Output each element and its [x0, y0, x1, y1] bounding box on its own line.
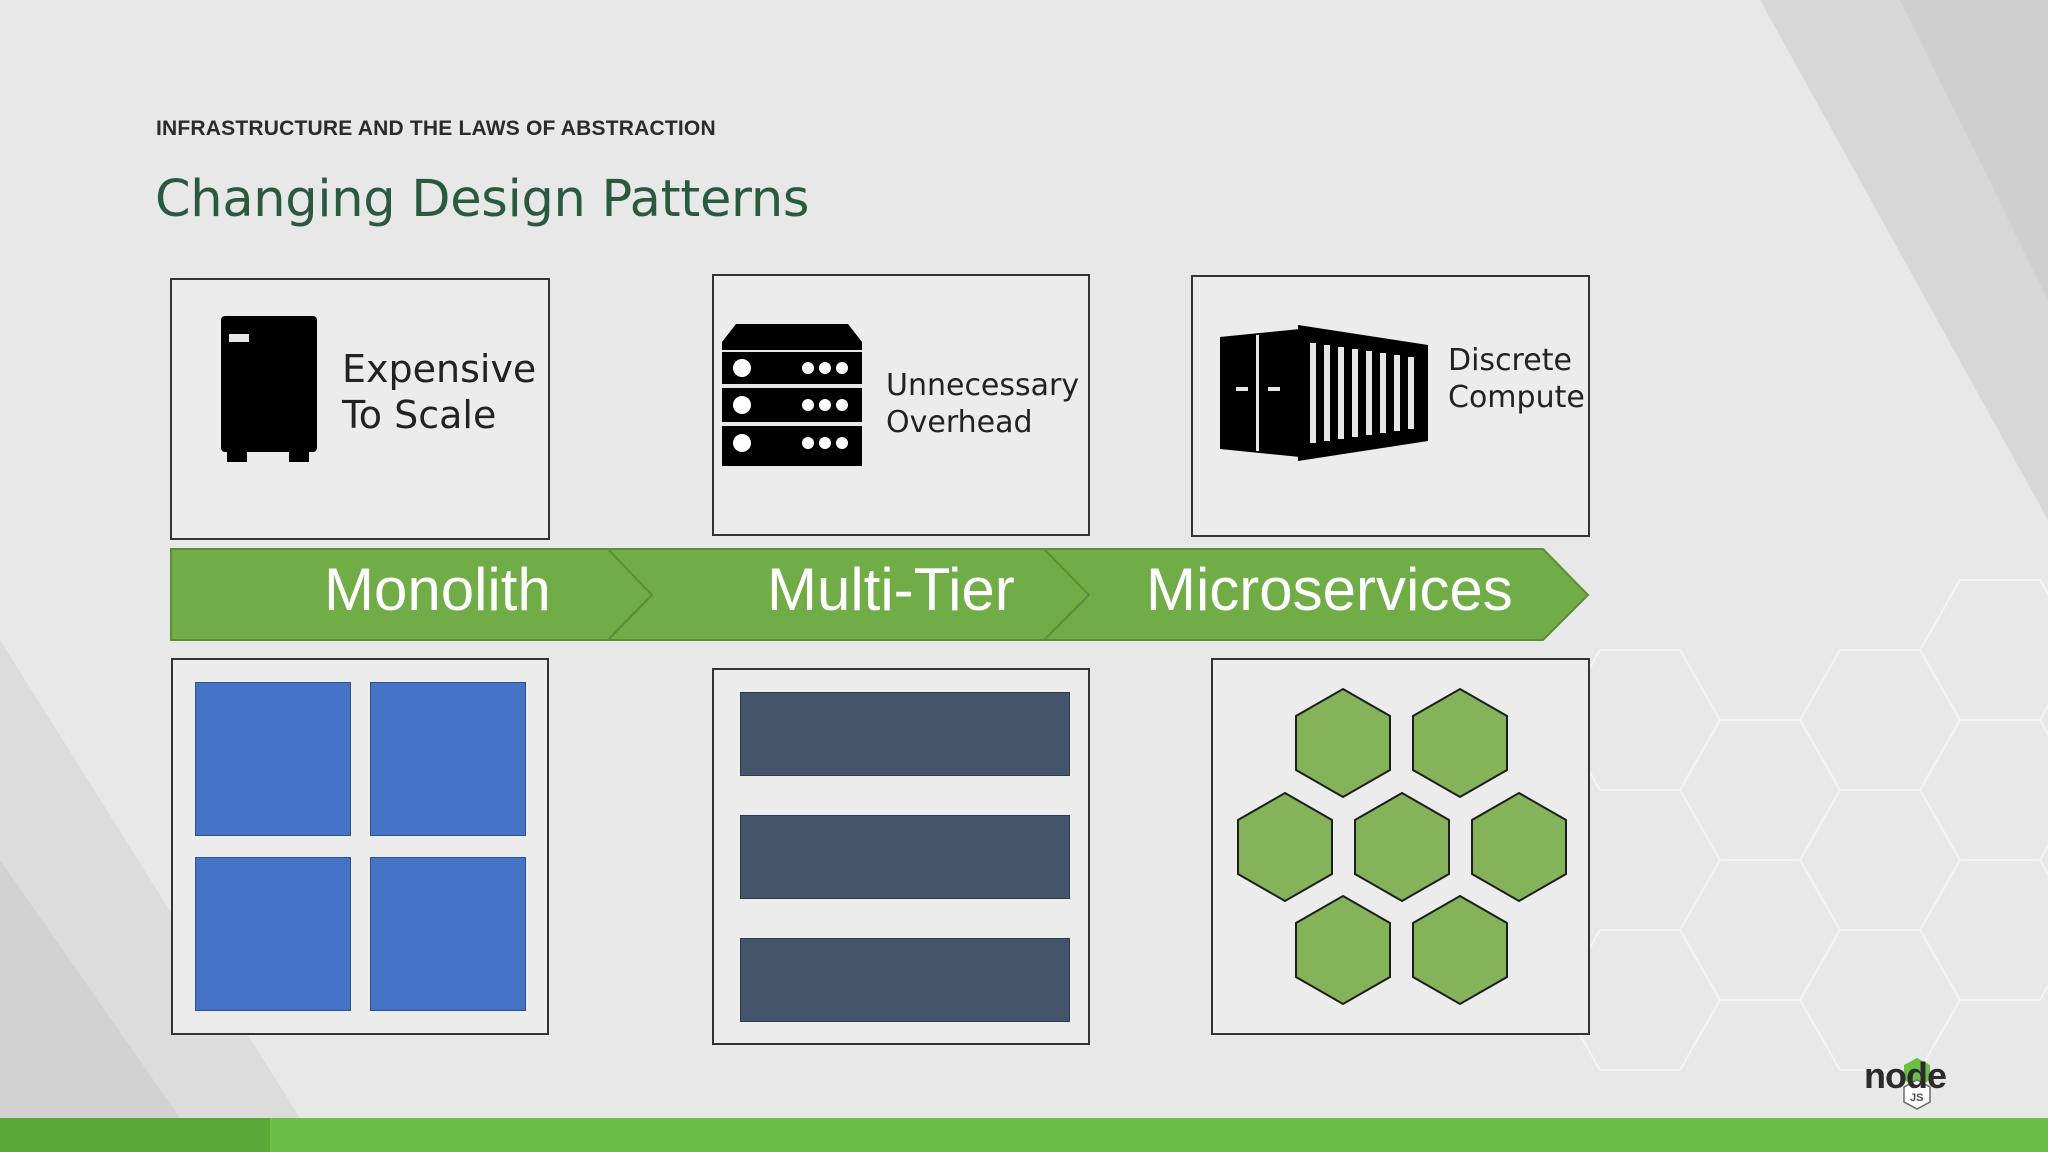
microservice-hexagon [1354, 791, 1450, 903]
monolith-block [370, 857, 526, 1011]
footer-band-accent [0, 1118, 270, 1152]
monolith-block [370, 682, 526, 836]
multitier-caption-box: Unnecessary Overhead [712, 274, 1090, 536]
microservice-hexagon [1412, 894, 1508, 1006]
tier-layer [740, 692, 1070, 776]
slide-title: Changing Design Patterns [155, 170, 810, 229]
monolith-block [195, 857, 351, 1011]
microservices-caption: Discrete Compute [1448, 343, 1585, 416]
microservice-hexagon [1471, 791, 1567, 903]
stage-label-monolith: Monolith [324, 556, 551, 623]
microservices-diagram-box [1211, 658, 1590, 1035]
caption-line: Discrete [1448, 343, 1572, 378]
microservice-hexagon [1295, 687, 1391, 799]
tier-layer [740, 815, 1070, 899]
caption-line: Expensive [342, 347, 537, 391]
stage-label-microservices: Microservices [1146, 556, 1513, 623]
microservices-caption-box: Discrete Compute [1191, 275, 1590, 537]
hexagon-cluster [1237, 687, 1567, 1006]
caption-line: Overhead [886, 404, 1033, 440]
arrow-segment-microservices [1041, 548, 1590, 641]
monolith-block [195, 682, 351, 836]
section-title: INFRASTRUCTURE AND THE LAWS OF ABSTRACTI… [156, 117, 716, 140]
multitier-caption: Unnecessary Overhead [886, 368, 1079, 441]
multitier-diagram-box [712, 668, 1090, 1045]
caption-line: Unnecessary [886, 368, 1080, 403]
rack-server-icon [722, 324, 862, 466]
monolith-diagram-box [171, 658, 549, 1035]
tower-server-icon [221, 316, 317, 462]
stage-label-multitier: Multi-Tier [767, 556, 1015, 623]
shipping-container-icon [1220, 325, 1428, 461]
nodejs-logo-graphic: JS node [1864, 1055, 1947, 1110]
microservice-hexagon [1237, 791, 1333, 903]
caption-line: Compute [1448, 379, 1585, 415]
caption-line: To Scale [342, 393, 497, 438]
nodejs-logo-text: node [1864, 1058, 1946, 1096]
nodejs-logo: JS node [1862, 1055, 1972, 1118]
microservice-hexagon [1412, 687, 1508, 799]
nodejs-logo-badge: JS [1910, 1092, 1923, 1104]
tier-layer [740, 938, 1070, 1022]
monolith-caption: Expensive To Scale [342, 346, 536, 439]
microservice-hexagon [1295, 894, 1391, 1006]
monolith-caption-box: Expensive To Scale [170, 278, 550, 540]
footer-band [0, 1118, 2048, 1152]
